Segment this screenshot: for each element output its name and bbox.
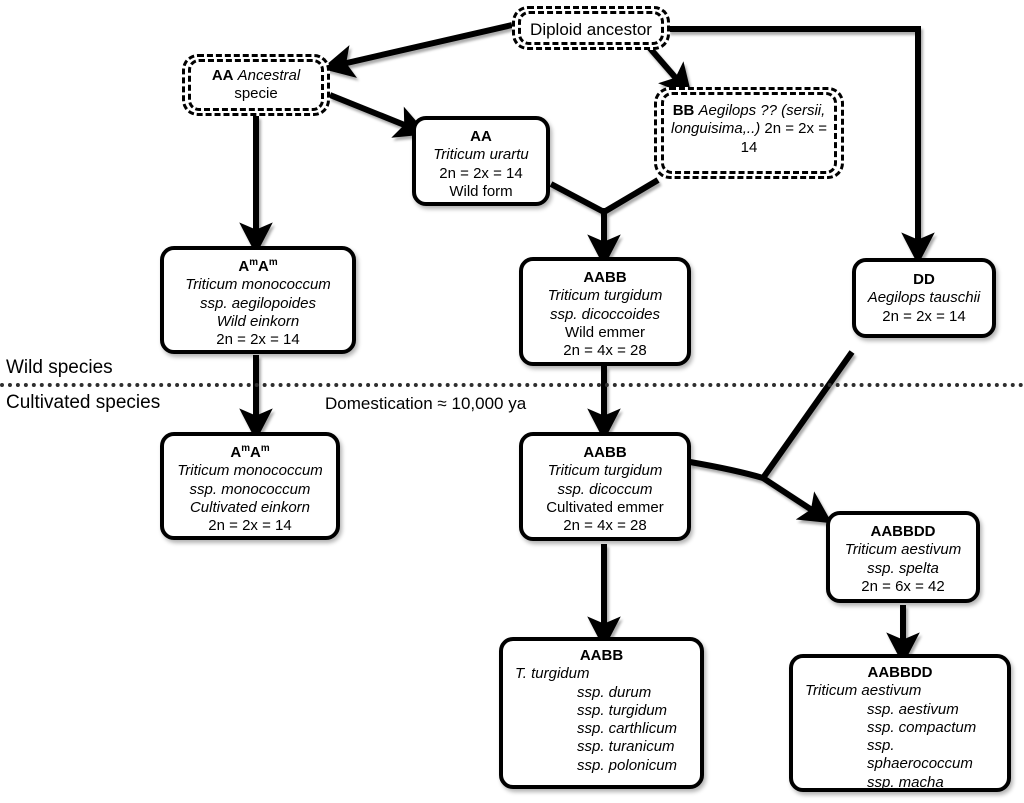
spelta-line-4: 2n = 6x = 42 [861, 577, 945, 595]
node-wild-einkorn: AmAm Triticum monococcum ssp. aegilopoid… [160, 246, 356, 354]
wild-einkorn-line-4: Wild einkorn [216, 312, 300, 330]
node-dd-tauschii: DD Aegilops tauschii 2n = 2x = 14 [852, 258, 996, 338]
domestication-label: Domestication ≈ 10,000 ya [325, 394, 527, 413]
wild-einkorn-line-5: 2n = 2x = 14 [216, 331, 300, 349]
edge-urartu-to-merge [549, 181, 606, 215]
cultivated-emmer-line-2: Triticum turgidum [547, 462, 663, 480]
aa-urartu-line-2: Triticum urartu [433, 146, 529, 164]
wild-emmer-line-2: Triticum turgidum [547, 287, 663, 305]
cultivated-emmer-line-5: 2n = 4x = 28 [563, 517, 647, 535]
turgidum-group-header: AABB [579, 647, 624, 664]
wild-einkorn-superscript-m-2: m [268, 257, 278, 268]
node-turgidum-group: AABB T. turgidum ssp. durum ssp. turgidu… [499, 637, 704, 789]
spelta-line-2: Triticum aestivum [844, 541, 962, 559]
node-aa-ancestral: AA Ancestral specie [188, 59, 324, 111]
node-spelta: AABBDD Triticum aestivum ssp. spelta 2n … [826, 511, 980, 603]
turgidum-group-ssp-1: ssp. durum [577, 683, 652, 701]
wild-emmer-line-3: ssp. dicoccoides [549, 305, 661, 323]
aestivum-group-ssp-1: ssp. aestivum [867, 700, 959, 718]
wild-species-label: Wild species [6, 357, 113, 378]
aa-ancestral-line-1: AA [211, 67, 234, 84]
aa-urartu-line-3: 2n = 2x = 14 [439, 164, 523, 182]
cultivated-einkorn-superscript-m-1: m [241, 443, 250, 454]
cultivated-einkorn-line-4: Cultivated einkorn [189, 498, 311, 516]
aestivum-group-header: AABBDD [867, 664, 933, 681]
aa-ancestral-italic-part: Ancestral [237, 67, 301, 84]
bb-line-2: Aegilops ?? [698, 102, 777, 119]
aa-ancestral-line-2: Ancestral specie [234, 67, 300, 102]
edge-ancestor-to-bb [645, 44, 693, 97]
cultivated-einkorn-superscript-m-2: m [260, 443, 270, 454]
turgidum-group-ssp-2: ssp. turgidum [577, 701, 668, 719]
spelta-line-1: AABBDD [870, 523, 936, 540]
cultivated-einkorn-line-2: Triticum monococcum [177, 462, 323, 480]
cultivated-einkorn-line-3: ssp. monococcum [189, 480, 311, 498]
turgidum-group-ssp-5: ssp. polonicum [577, 756, 678, 774]
dd-line-2: Aegilops tauschii [867, 289, 981, 307]
spelta-line-3: ssp. spelta [867, 559, 939, 577]
node-cultivated-einkorn: AmAm Triticum monococcum ssp. monococcum… [160, 432, 340, 540]
turgidum-group-ssp-4: ssp. turanicum [577, 738, 675, 756]
edge-junction-to-spelta [761, 475, 833, 524]
aa-urartu-line-4: Wild form [449, 182, 513, 200]
aa-urartu-line-1: AA [470, 128, 492, 145]
dd-line-1: DD [913, 271, 935, 288]
wild-einkorn-superscript-m-1: m [249, 257, 258, 268]
edge-ancestor-to-aa-ancestral [321, 22, 513, 78]
node-cultivated-emmer: AABB Triticum turgidum ssp. dicoccum Cul… [519, 432, 691, 541]
turgidum-group-ssp-3: ssp. carthlicum [577, 720, 678, 738]
cultivated-einkorn-line-5: 2n = 2x = 14 [208, 517, 292, 535]
turgidum-group-genus: T. turgidum [515, 665, 590, 683]
wild-einkorn-line-1: AmAm [238, 257, 278, 275]
node-aa-urartu: AA Triticum urartu 2n = 2x = 14 Wild for… [412, 116, 550, 206]
node-bb-aegilops: BB Aegilops ?? (sersii, longuisima,..) 2… [661, 92, 837, 174]
node-wild-emmer: AABB Triticum turgidum ssp. dicoccoides … [519, 257, 691, 366]
wild-einkorn-line-3: ssp. aegilopoides [200, 294, 316, 312]
cultivated-einkorn-line-1: AmAm [230, 443, 270, 461]
dd-line-3: 2n = 2x = 14 [882, 307, 966, 325]
cultivated-emmer-line-3: ssp. dicoccum [557, 480, 653, 498]
aa-ancestral-regular-part: specie [234, 85, 278, 103]
edge-aa-ancestral-to-urartu [328, 92, 428, 138]
node-diploid-ancestor: Diploid ancestor [518, 11, 664, 45]
diploid-ancestor-line-1: Diploid ancestor [530, 20, 652, 39]
aestivum-group-ssp-3: ssp. sphaerococcum [867, 737, 973, 773]
wild-emmer-line-4: Wild emmer [564, 323, 645, 341]
cultivated-emmer-line-1: AABB [583, 444, 627, 461]
wild-cultivated-divider [0, 383, 1024, 387]
wild-emmer-line-5: 2n = 4x = 28 [563, 342, 647, 360]
bb-line-1: BB [672, 102, 695, 119]
aestivum-group-ssp-4: ssp. macha [867, 773, 944, 791]
cultivated-species-label: Cultivated species [6, 392, 161, 413]
aestivum-group-ssp-2: ssp. compactum [867, 718, 977, 736]
wild-einkorn-line-2: Triticum monococcum [185, 276, 331, 294]
aestivum-group-genus: Triticum aestivum [805, 682, 922, 700]
cultivated-emmer-line-4: Cultivated emmer [546, 498, 664, 516]
edge-cultivated-emmer-to-junction [689, 459, 764, 481]
node-aestivum-group: AABBDD Triticum aestivum ssp. aestivum s… [789, 654, 1011, 792]
wild-emmer-line-1: AABB [583, 269, 627, 286]
edge-bb-to-merge [602, 177, 660, 215]
edge-dd-to-junction [760, 350, 855, 480]
